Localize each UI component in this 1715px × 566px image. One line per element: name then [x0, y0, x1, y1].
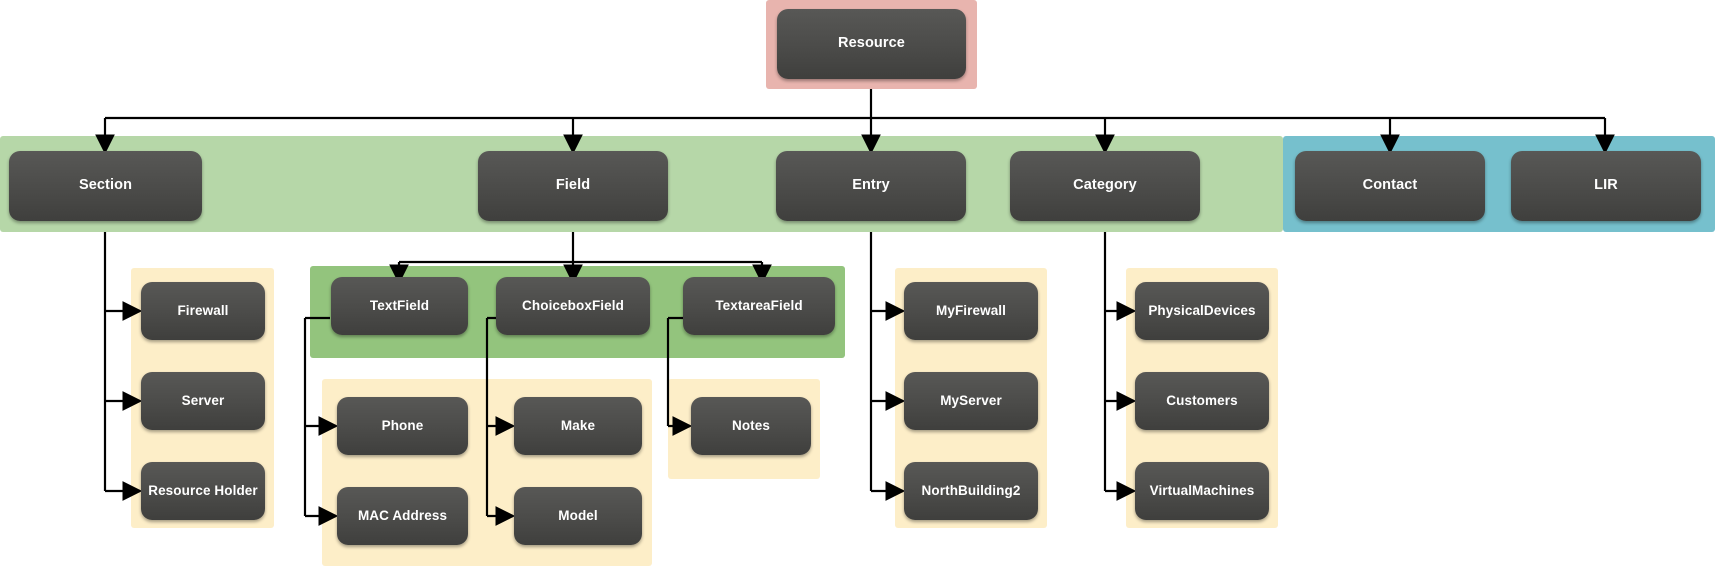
node-field[interactable]: Field [478, 151, 668, 221]
node-section[interactable]: Section [9, 151, 202, 221]
node-virtualmachines[interactable]: VirtualMachines [1135, 462, 1269, 520]
node-textareafield[interactable]: TextareaField [683, 277, 835, 335]
node-customers[interactable]: Customers [1135, 372, 1269, 430]
node-firewall[interactable]: Firewall [141, 282, 265, 340]
node-make[interactable]: Make [514, 397, 642, 455]
node-phone[interactable]: Phone [337, 397, 468, 455]
node-lir[interactable]: LIR [1511, 151, 1701, 221]
node-category[interactable]: Category [1010, 151, 1200, 221]
node-entry[interactable]: Entry [776, 151, 966, 221]
node-contact[interactable]: Contact [1295, 151, 1485, 221]
node-server[interactable]: Server [141, 372, 265, 430]
node-physicaldevices[interactable]: PhysicalDevices [1135, 282, 1269, 340]
node-choiceboxfield[interactable]: ChoiceboxField [496, 277, 650, 335]
node-mac-address[interactable]: MAC Address [337, 487, 468, 545]
node-notes[interactable]: Notes [691, 397, 811, 455]
node-northbuilding2[interactable]: NorthBuilding2 [904, 462, 1038, 520]
node-myfirewall[interactable]: MyFirewall [904, 282, 1038, 340]
node-resource[interactable]: Resource [777, 9, 966, 79]
node-model[interactable]: Model [514, 487, 642, 545]
node-myserver[interactable]: MyServer [904, 372, 1038, 430]
node-textfield[interactable]: TextField [331, 277, 468, 335]
node-resource-holder[interactable]: Resource Holder [141, 462, 265, 520]
